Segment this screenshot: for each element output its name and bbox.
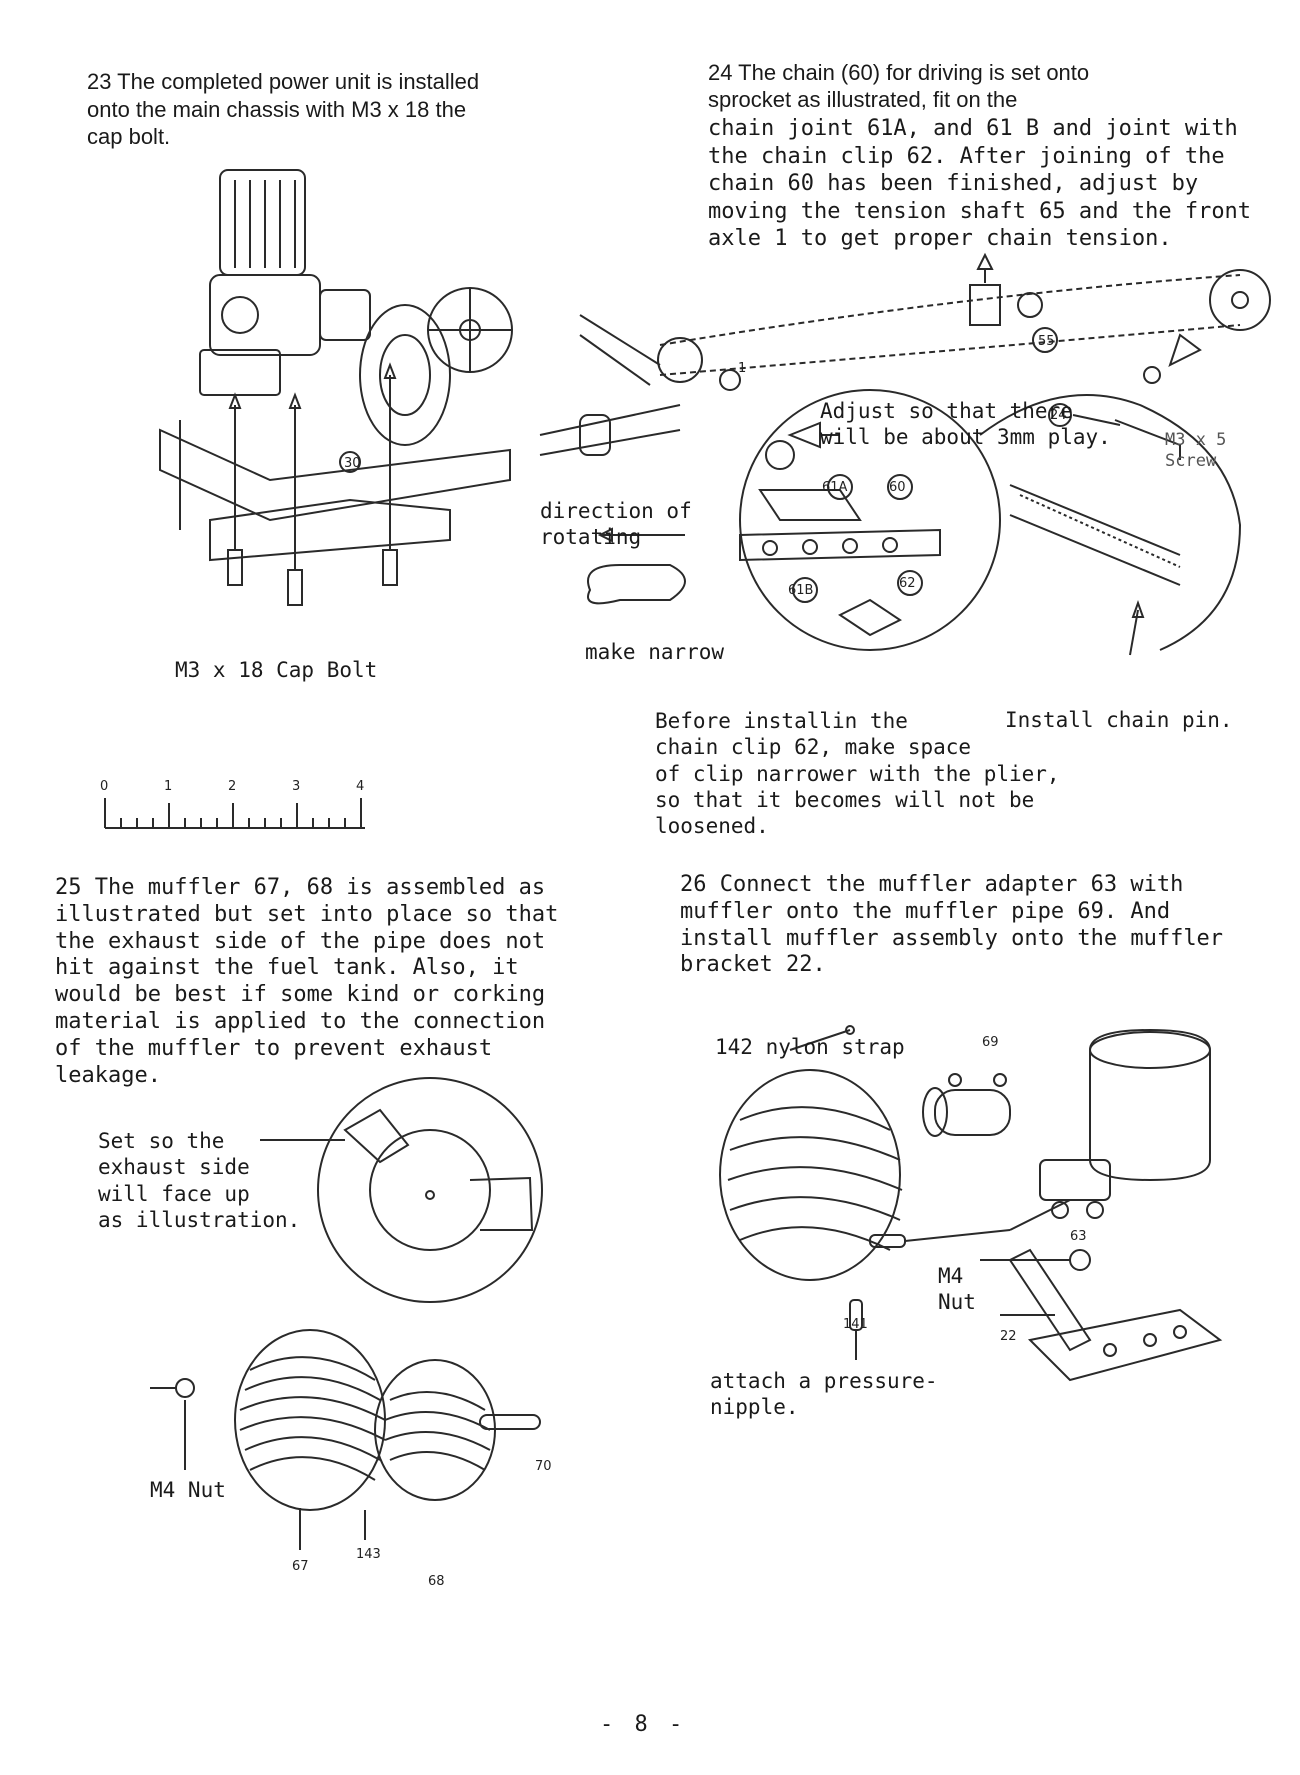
adjust-note: Adjust so that there will be about 3mm p… (820, 399, 1111, 450)
callout-22: 22 (1000, 1329, 1017, 1344)
set-note: Set so the exhaust side will face up as … (98, 1129, 301, 1232)
callout-61a: 61A (822, 480, 848, 495)
callout-63: 63 (1070, 1229, 1087, 1244)
step-24-intro: 24 The chain (60) for driving is set ont… (708, 60, 1090, 112)
callout-61b: 61B (788, 583, 813, 598)
page-number: - 8 - (600, 1712, 687, 1737)
step-26-text: 26 Connect the muffler adapter 63 with m… (680, 872, 1224, 978)
step-25-muffler-illustration: 67 143 68 70 (150, 1077, 552, 1589)
callout-55: 55 (1038, 334, 1055, 349)
step-26-muffler-install-illustration: 69 63 141 22 (719, 1025, 1223, 1382)
ruler-tick-4: 4 (356, 779, 364, 794)
callout-24: 24 (1050, 408, 1067, 423)
callout-67: 67 (292, 1559, 309, 1574)
screw-label: M3 x 5 Screw (1165, 430, 1227, 472)
callout-1: 1 (738, 361, 746, 376)
callout-143: 143 (356, 1547, 381, 1562)
scale-ruler: 0 1 2 3 4 (100, 779, 365, 829)
step-24-body: chain joint 61A, and 61 B and joint with… (708, 116, 1252, 251)
callout-69: 69 (982, 1035, 999, 1050)
step-23-caption: M3 x 18 Cap Bolt (175, 658, 378, 682)
step-23-engine-illustration: 30 (159, 169, 513, 606)
ruler-tick-3: 3 (292, 779, 300, 794)
step-25-text: 25 The muffler 67, 68 is assembled as il… (55, 875, 559, 1088)
pin-note: Install chain pin. (1005, 708, 1233, 732)
ruler-tick-1: 1 (164, 779, 172, 794)
callout-141: 141 (843, 1317, 868, 1332)
callout-70: 70 (535, 1459, 552, 1474)
step-24-chain-illustration: 1 55 61A 60 61B 62 (539, 252, 1271, 656)
callout-60: 60 (889, 480, 906, 495)
pressure-nipple-label: attach a pressure- nipple. (710, 1369, 938, 1420)
callout-30: 30 (344, 456, 361, 471)
nylon-strap-label: 142 nylon strap (715, 1035, 905, 1059)
narrow-label: make narrow (585, 640, 725, 664)
direction-label: direction of rotating (540, 499, 692, 550)
before-note: Before installin the chain clip 62, make… (655, 709, 1060, 838)
m4-nut-label-26: M4 Nut (938, 1264, 976, 1315)
ruler-tick-0: 0 (100, 779, 108, 794)
callout-68: 68 (428, 1574, 445, 1589)
callout-62: 62 (899, 576, 916, 591)
m4-nut-label-25: M4 Nut (150, 1478, 226, 1502)
ruler-tick-2: 2 (228, 779, 236, 794)
step-23-text: 23 The completed power unit is installed… (87, 69, 480, 149)
